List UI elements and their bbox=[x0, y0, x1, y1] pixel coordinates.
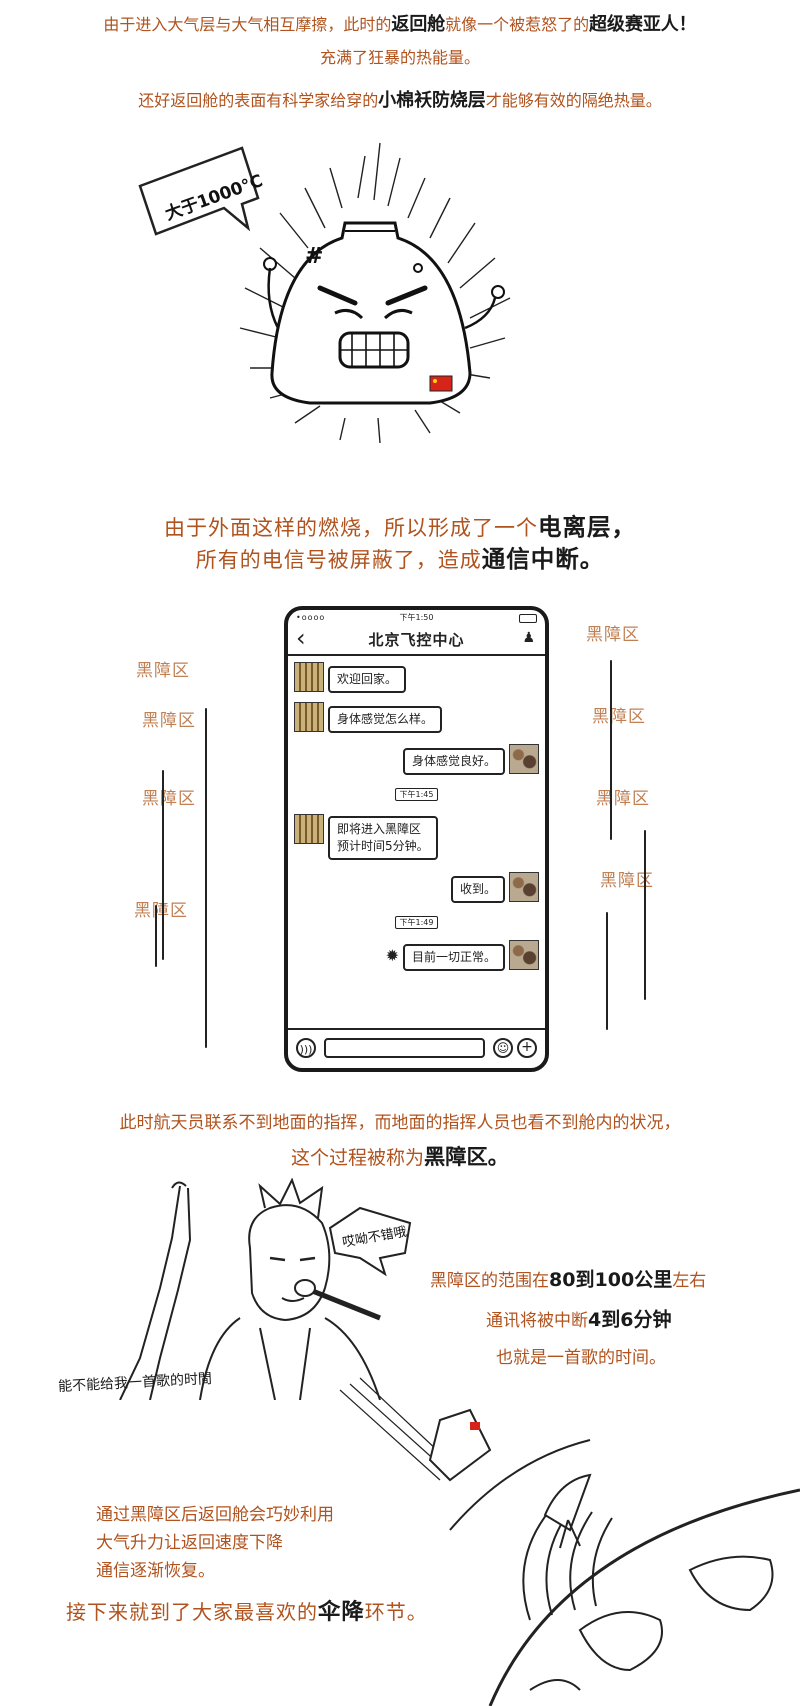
message-bubble: 即将进入黑障区 预计时间5分钟。 bbox=[328, 816, 438, 860]
china-flag-icon bbox=[429, 375, 453, 392]
angry-capsule-illustration: 大于1000°C # bbox=[138, 142, 511, 444]
facts-line-3: 也就是一首歌的时间。 bbox=[496, 1348, 666, 1368]
blackout-line-right-2 bbox=[644, 830, 646, 1000]
intro-line-1: 由于进入大气层与大气相互摩擦，此时的返回舱就像一个被惹怒了的超级赛亚人！ bbox=[103, 14, 697, 35]
avatar-ground-control bbox=[294, 814, 324, 844]
signal-dots: •oooo bbox=[296, 613, 326, 622]
earth-reentry-illustration bbox=[339, 1377, 800, 1706]
chat-timestamp: 下午1:45 bbox=[394, 788, 439, 801]
chat-header: ‹ 北京飞控中心 ♟ bbox=[288, 624, 545, 656]
facts-line-1: 黑障区的范围在80到100公里左右 bbox=[430, 1269, 707, 1291]
blackout-label-left-3: 黑障区 bbox=[142, 789, 196, 809]
sending-spinner-icon: ✹ bbox=[385, 946, 399, 965]
emoji-icon[interactable]: ☺ bbox=[493, 1038, 513, 1058]
blackout-label-left-2: 黑障区 bbox=[142, 711, 196, 731]
message-bubble: 身体感觉良好。 bbox=[402, 748, 505, 775]
voice-icon[interactable]: ))) bbox=[296, 1038, 316, 1058]
user-icon[interactable]: ♟ bbox=[522, 630, 535, 646]
chat-message-crew: 收到。 bbox=[294, 872, 539, 904]
chat-title: 北京飞控中心 bbox=[368, 631, 465, 649]
blackout-line-right-1 bbox=[610, 660, 612, 840]
avatar-astronauts bbox=[509, 744, 539, 774]
small-capsule-icon bbox=[428, 1408, 492, 1482]
chat-timestamp: 下午1:49 bbox=[394, 916, 439, 929]
satellite-dish-icon bbox=[543, 1473, 592, 1549]
blackout-line-left-3 bbox=[155, 905, 157, 967]
singer-illustration: 哎呦不错哦 bbox=[119, 1178, 412, 1400]
message-bubble: 目前一切正常。 bbox=[402, 944, 505, 971]
chat-message-crew: ✹ 目前一切正常。 bbox=[294, 940, 539, 972]
recover-line-2: 大气升力让返回速度下降 bbox=[96, 1533, 283, 1553]
chat-message-ground: 即将进入黑障区 预计时间5分钟。 bbox=[294, 814, 539, 860]
explain-line-2: 这个过程被称为黑障区。 bbox=[290, 1145, 510, 1170]
facts-line-2: 通讯将被中断4到6分钟 bbox=[486, 1309, 672, 1331]
phone-chat-screen: •oooo 下午1:50 ‹ 北京飞控中心 ♟ 欢迎回家。 身体感觉怎么样。 身… bbox=[284, 606, 549, 1072]
intro-line-2: 充满了狂暴的热能量。 bbox=[319, 48, 480, 67]
message-bubble: 收到。 bbox=[450, 876, 505, 903]
blackout-line-right-3 bbox=[606, 912, 608, 1030]
chat-message-ground: 欢迎回家。 bbox=[294, 662, 539, 694]
speech-bubble-singer: 哎呦不错哦 bbox=[328, 1206, 412, 1277]
back-arrow-icon[interactable]: ‹ bbox=[296, 624, 306, 652]
ionosphere-line-2: 所有的电信号被屏蔽了，造成通信中断。 bbox=[195, 545, 605, 573]
blackout-label-right-3: 黑障区 bbox=[596, 789, 650, 809]
ionosphere-line-1: 由于外面这样的燃烧，所以形成了一个电离层， bbox=[163, 513, 637, 541]
status-time: 下午1:50 bbox=[399, 613, 434, 622]
status-bar: •oooo 下午1:50 bbox=[288, 612, 545, 624]
blackout-label-right-4: 黑障区 bbox=[600, 871, 654, 891]
recover-line-3: 通信逐渐恢复。 bbox=[96, 1561, 215, 1581]
battery-icon bbox=[519, 614, 537, 623]
explain-line-1: 此时航天员联系不到地面的指挥，而地面的指挥人员也看不到舱内的状况， bbox=[119, 1113, 681, 1133]
message-bubble: 欢迎回家。 bbox=[328, 666, 407, 693]
plus-icon[interactable]: + bbox=[517, 1038, 537, 1058]
chat-input-bar: ))) ☺ + bbox=[288, 1028, 545, 1068]
speech-bubble-temperature: 大于1000°C bbox=[138, 146, 266, 236]
blackout-line-left-1 bbox=[205, 708, 207, 1048]
message-input[interactable] bbox=[324, 1038, 485, 1058]
svg-text:#: # bbox=[305, 244, 323, 269]
avatar-astronauts bbox=[509, 940, 539, 970]
blackout-label-right-1: 黑障区 bbox=[586, 625, 640, 645]
avatar-ground-control bbox=[294, 662, 324, 692]
blackout-line-left-2 bbox=[162, 770, 164, 960]
avatar-astronauts bbox=[509, 872, 539, 902]
recover-line-1: 通过黑障区后返回舱会巧妙利用 bbox=[96, 1505, 334, 1525]
avatar-ground-control bbox=[294, 702, 324, 732]
chat-message-ground: 身体感觉怎么样。 bbox=[294, 702, 539, 734]
blackout-label-right-2: 黑障区 bbox=[592, 707, 646, 727]
final-line: 接下来就到了大家最喜欢的伞降环节。 bbox=[66, 1599, 428, 1625]
blackout-label-left-4: 黑障区 bbox=[134, 901, 188, 921]
chat-message-crew: 身体感觉良好。 bbox=[294, 744, 539, 776]
intro-line-3: 还好返回舱的表面有科学家给穿的小棉袄防烧层才能够有效的隔绝热量。 bbox=[138, 90, 662, 111]
capsule-body: # bbox=[270, 221, 472, 405]
blackout-label-left-1: 黑障区 bbox=[136, 661, 190, 681]
message-bubble: 身体感觉怎么样。 bbox=[328, 706, 443, 733]
